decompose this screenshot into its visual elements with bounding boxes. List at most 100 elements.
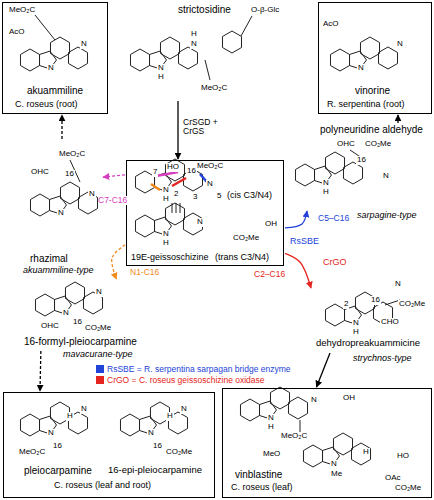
type-label: CrGO — [322, 258, 348, 268]
atom-label: 2 — [173, 190, 179, 199]
atom-label: H — [190, 30, 198, 39]
atom-label: 16 — [152, 442, 163, 451]
atom-label: N — [196, 218, 204, 227]
atom-label: H — [267, 423, 275, 432]
compound-name: pleiocarpamine — [24, 465, 92, 476]
atom-label: 2 — [343, 300, 349, 309]
atom-label: O-β-Glc — [250, 6, 280, 15]
atom-label: OHC — [40, 322, 60, 331]
atom-label: H — [157, 73, 165, 82]
atom-label: OH — [264, 220, 278, 229]
atom-label: N — [147, 429, 155, 438]
compound-name: vinblastine — [235, 469, 282, 480]
atom-label: N — [396, 40, 404, 49]
atom-label: N — [88, 190, 96, 199]
enzyme-label: C5–C16 — [318, 214, 349, 223]
atom-label: MeO₂C — [196, 162, 224, 171]
atom-label: H — [162, 239, 170, 248]
atom-label: MeO — [262, 450, 281, 459]
atom-label: N — [330, 460, 338, 469]
atom-label: N — [190, 40, 198, 49]
compound-name: rhazimal — [30, 253, 68, 264]
legend: RsSBE = R. serpentina sarpagan bridge en… — [96, 364, 291, 386]
reaction-arrow — [112, 245, 125, 279]
compound-name: strictosidine — [178, 4, 231, 15]
atom-label: 16 — [52, 442, 63, 451]
compound-name: akuammiline — [27, 85, 83, 96]
atom-label: H — [362, 448, 370, 457]
compound-name: dehydropreakuammicine — [316, 338, 420, 348]
legend-swatch — [96, 365, 104, 373]
atom-label: OH — [342, 394, 356, 403]
reaction-arrow — [39, 351, 41, 391]
legend-text: CrGO = C. roseus geissoschizine oxidase — [107, 375, 265, 385]
atom-label: OHC — [30, 168, 50, 177]
enzyme-label: CrSGD + CrGS — [183, 118, 219, 137]
enzyme-label: N1-C16 — [130, 268, 159, 277]
compound-box: (cis C3/N4)19E-geissoschizine(trans C3/N… — [126, 160, 284, 266]
reaction-arrow — [103, 175, 125, 177]
atom-label: N — [80, 405, 88, 414]
reaction-arrow — [317, 353, 331, 387]
atom-label: N — [357, 64, 365, 73]
compound-box: vinorine R. serpentina (root) — [318, 2, 432, 114]
atom-label: N — [162, 186, 170, 195]
atom-label: HO — [166, 163, 180, 172]
reaction-arrow — [285, 253, 311, 288]
atom-label: H — [66, 412, 74, 421]
atom-label: 16 — [64, 170, 75, 179]
atom-label: H — [166, 412, 174, 421]
reaction-arrow — [61, 115, 62, 139]
atom-label: H — [322, 188, 330, 197]
atom-label: N — [267, 414, 275, 423]
atom-label: N — [62, 309, 70, 318]
atom-label: CHO — [380, 318, 400, 327]
atom-label: HO — [396, 452, 410, 461]
atom-label: AcO — [322, 20, 340, 29]
atom-label: 16 — [186, 167, 197, 176]
atom-label: MeO₂C — [18, 448, 46, 457]
compound-name: C. roseus (leaf) — [231, 483, 293, 493]
enzyme-label: C7-C16 — [98, 196, 127, 205]
atom-label: MeO₂C — [58, 150, 86, 159]
atom-label: CO₂Me — [364, 140, 392, 149]
atom-label: MeO₂C — [200, 84, 228, 93]
atom-label: OAc — [384, 474, 402, 483]
compound-name: R. serpentina (root) — [327, 100, 405, 110]
atom-label: N — [310, 396, 318, 405]
atom-label: N — [352, 319, 360, 328]
compound-name: (cis C3/N4) — [227, 191, 272, 201]
atom-label: 3 — [192, 193, 198, 202]
atom-label: H — [162, 195, 170, 204]
type-label: akuammiline-type — [22, 266, 95, 276]
substituent-bonds — [35, 15, 400, 440]
atom-label: N — [322, 179, 330, 188]
compound-name: C. roseus (root) — [15, 100, 78, 110]
compound-area: polyneuridine aldehyde — [290, 124, 432, 210]
pyran-ring — [222, 31, 241, 53]
atom-label: N — [80, 40, 88, 49]
bond-highlights — [151, 172, 212, 190]
atom-label: OHC — [336, 140, 356, 149]
legend-row: CrGO = C. roseus geissoschizine oxidase — [96, 375, 291, 386]
reaction-arrow — [397, 115, 398, 123]
atom-label: 16 — [356, 156, 367, 165]
atom-label: 16 — [370, 296, 381, 305]
atom-label: N — [180, 405, 188, 414]
type-label: mavacurane-type — [62, 350, 134, 360]
type-label: sarpagine-type — [356, 211, 418, 221]
compound-name: vinorine — [355, 85, 390, 96]
compound-name: C. roseus (leaf and root) — [54, 481, 151, 491]
compound-box: akuammiline C. roseus (root) — [2, 2, 108, 114]
atom-label: 7 — [152, 168, 158, 177]
atom-label: CO₂Me — [398, 300, 426, 309]
compound-area: dehydropreakuammicine — [312, 272, 432, 352]
type-label: RsSBE — [289, 237, 320, 247]
legend-text: RsSBE = R. serpentina sarpagan bridge en… — [107, 364, 291, 374]
reaction-arrow — [177, 101, 178, 159]
atom-label: CO₂Me — [394, 484, 422, 493]
atom-label: N — [382, 172, 390, 181]
enzyme-label: C2–C16 — [254, 270, 285, 279]
